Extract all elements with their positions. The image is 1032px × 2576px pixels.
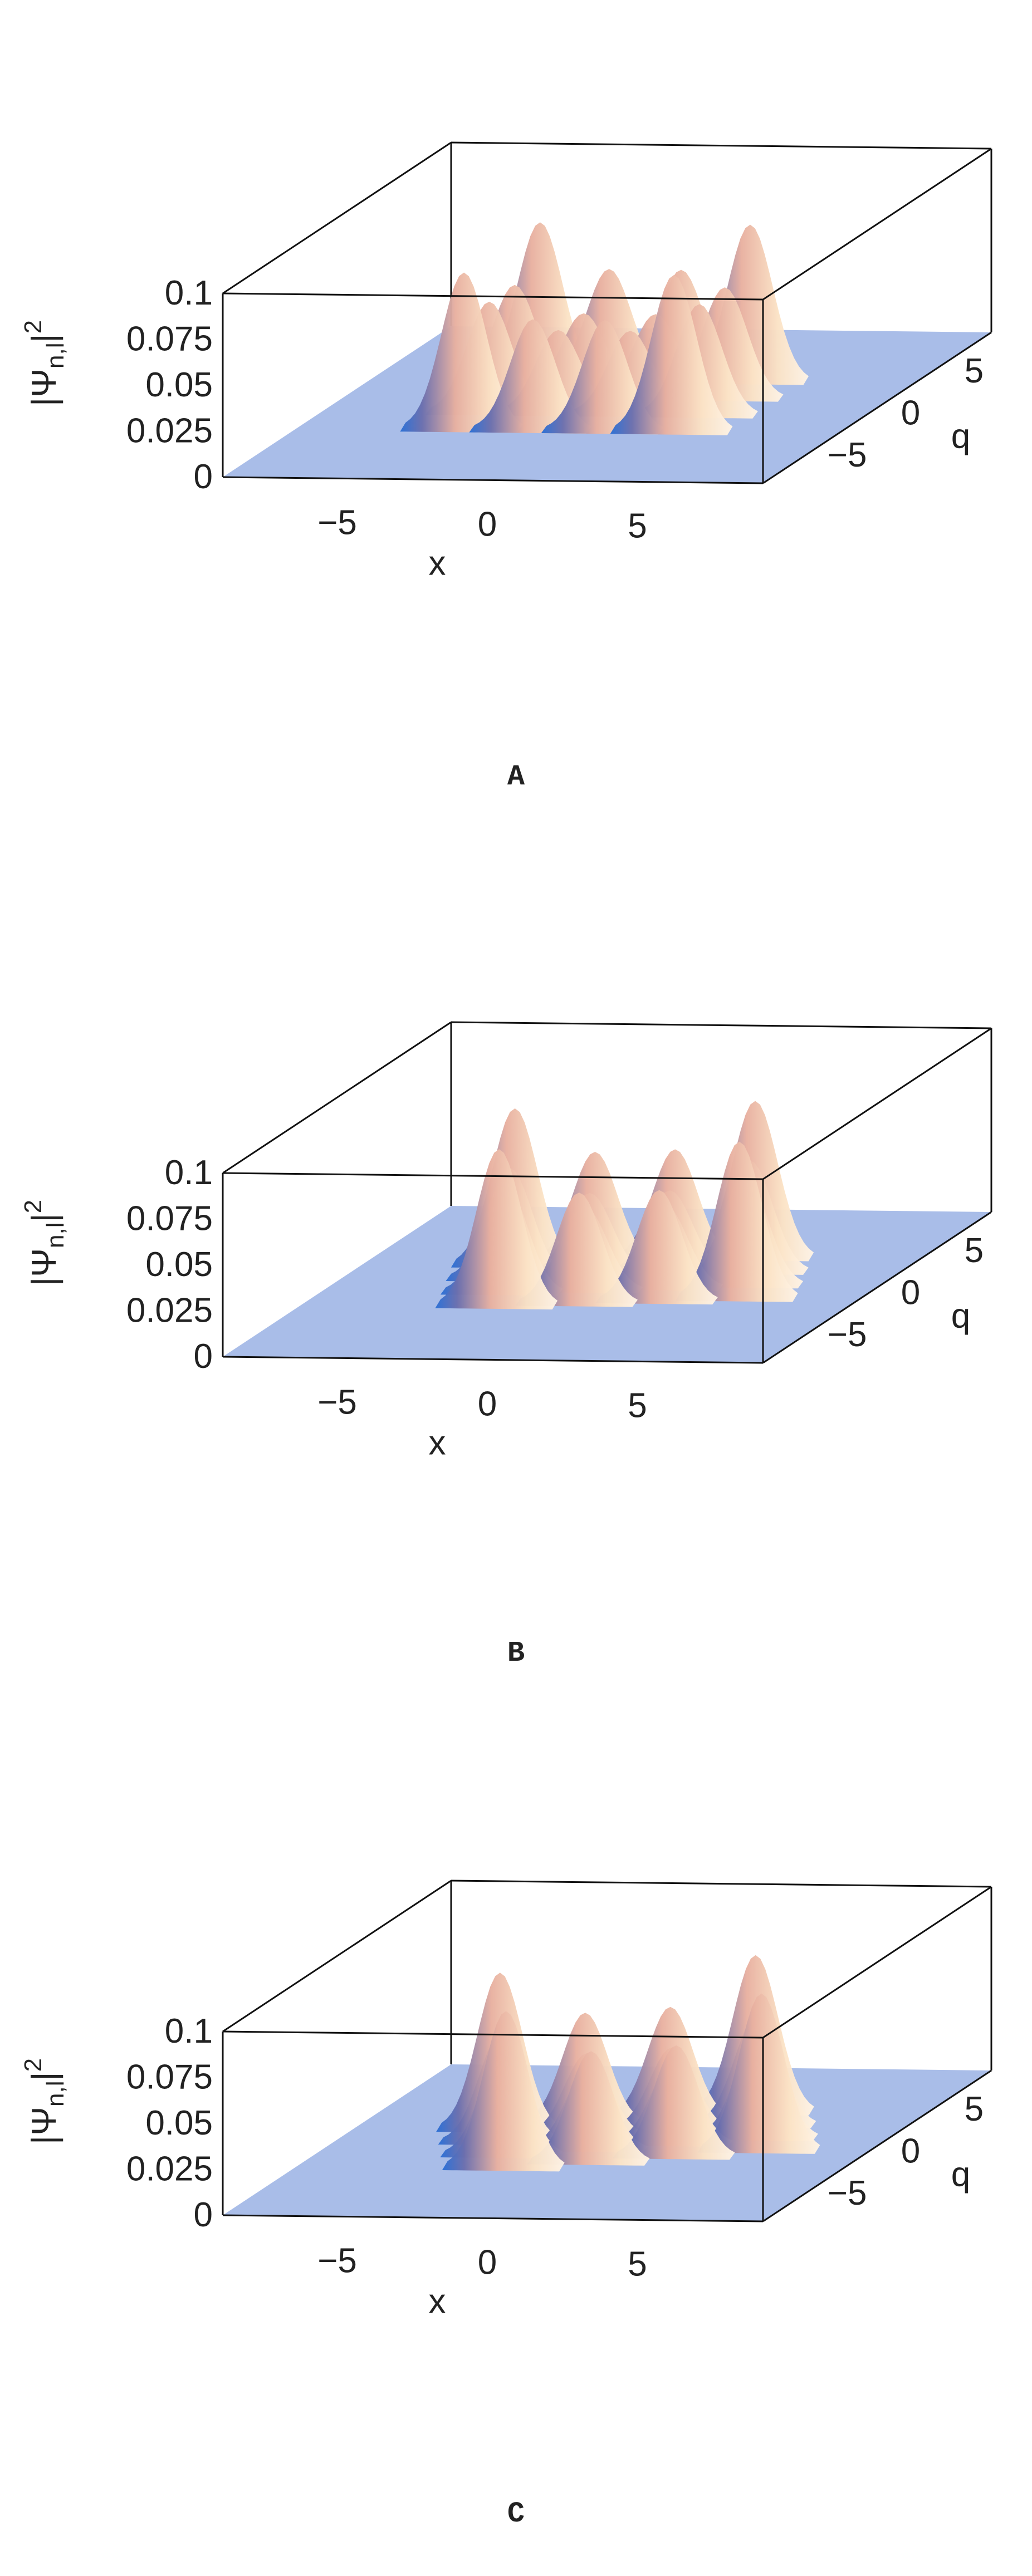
box-edge-right-bottom	[762, 331, 992, 484]
chart-c-svg: 0 0.025 0.05 0.075 0.1 |Ψn,l|2 −5 0 5 x −5 0 5 q	[19, 1880, 992, 2321]
x-tick-label: −5	[317, 503, 357, 542]
q-tick-label: −5	[828, 436, 867, 474]
x-tick-label: 5	[628, 507, 647, 546]
peak-body	[610, 274, 733, 435]
surface-peak	[435, 1149, 558, 1310]
box-edge-top-left	[222, 1880, 452, 2033]
peak-body	[612, 2045, 735, 2160]
z-tick-label: 0.075	[126, 1200, 213, 1238]
peak-body	[400, 272, 523, 433]
chart-a-caption: A	[507, 760, 525, 793]
z-tick-label: 0.05	[145, 1245, 213, 1284]
surface-peak	[400, 272, 523, 433]
x-axis-label: x	[429, 544, 446, 583]
z-axis-label: |Ψn,l|2	[19, 1200, 69, 1286]
q-axis-label: q	[951, 418, 970, 456]
z-tick-label: 0.1	[165, 1154, 213, 1192]
x-tick-label: 0	[478, 1385, 497, 1424]
x-axis-label: x	[429, 2283, 446, 2321]
x-tick-label: 5	[628, 2245, 647, 2284]
z-tick-label: 0	[194, 2196, 213, 2234]
surface-peak	[612, 2045, 735, 2160]
surface-peak	[469, 319, 592, 434]
box-edge-top-front	[222, 292, 764, 301]
chart-panel-c: 0 0.025 0.05 0.075 0.1 |Ψn,l|2 −5 0 5 x −5 0 5 q C	[0, 1717, 1032, 2575]
q-axis-label: q	[951, 2156, 970, 2194]
box-edge-top-right	[762, 1886, 992, 2039]
q-tick-label: 0	[901, 394, 920, 433]
peak-body	[675, 1141, 798, 1302]
z-tick-label: 0.1	[165, 274, 213, 312]
x-tick-label: 0	[478, 506, 497, 544]
z-axis-label: |Ψn,l|2	[19, 320, 69, 406]
surface-peak	[675, 1141, 798, 1302]
box-edge-top-left	[222, 141, 452, 295]
peak-body	[442, 2011, 565, 2172]
x-tick-label: 0	[478, 2244, 497, 2282]
x-tick-label: −5	[317, 2241, 357, 2280]
peak-body	[435, 1149, 558, 1310]
box-edge-top-right	[762, 1027, 992, 1180]
z-tick-label: 0.1	[165, 2012, 213, 2050]
z-tick-label: 0	[194, 1337, 213, 1376]
box-edge-top-back	[451, 1880, 992, 1888]
q-tick-label: 5	[965, 352, 984, 390]
surface-peak	[697, 1993, 820, 2154]
q-tick-label: 5	[965, 1231, 984, 1270]
surface-peak	[515, 1193, 638, 1307]
peak-body	[515, 1193, 638, 1307]
box-edge-top-front	[222, 2030, 764, 2039]
z-tick-label: 0.05	[145, 2104, 213, 2142]
surface-peak	[442, 2011, 565, 2172]
q-axis-label: q	[951, 1297, 970, 1336]
chart-a-svg: 0 0.025 0.05 0.075 0.1 |Ψn,l|2 −5 0 5 x −5 0 5 q	[19, 141, 992, 583]
box-edge-front-bottom	[222, 2214, 764, 2222]
z-tick-label: 0.075	[126, 2058, 213, 2097]
box-edge-top-right	[762, 148, 992, 301]
z-tick-label: 0.025	[126, 2150, 213, 2189]
q-tick-label: 0	[901, 1274, 920, 1312]
box-edge-top-front	[222, 1172, 764, 1180]
peak-body	[697, 1993, 820, 2154]
x-tick-label: 5	[628, 1387, 647, 1425]
z-axis-label: |Ψn,l|2	[19, 2058, 69, 2145]
q-tick-label: 0	[901, 2132, 920, 2171]
q-tick-label: −5	[828, 1316, 867, 1354]
q-tick-label: 5	[965, 2090, 984, 2128]
x-axis-label: x	[429, 1424, 446, 1463]
z-tick-label: 0.075	[126, 320, 213, 359]
z-tick-label: 0.025	[126, 1292, 213, 1330]
chart-panel-a: 0 0.025 0.05 0.075 0.1 |Ψn,l|2 −5 0 5 x −5 0 5 q A	[0, 0, 1032, 858]
peak-body	[469, 319, 592, 434]
box-edge-top-back	[451, 141, 992, 150]
box-edge-front-bottom	[222, 476, 764, 484]
box-edge-right-bottom	[762, 1211, 992, 1364]
peak-body	[527, 2051, 650, 2166]
box-edge-front-bottom	[222, 1356, 764, 1364]
peak-body	[595, 1190, 718, 1305]
chart-panel-b: 0 0.025 0.05 0.075 0.1 |Ψn,l|2 −5 0 5 x −5 0 5 q B	[0, 858, 1032, 1717]
chart-c-caption: C	[507, 2498, 525, 2530]
surface-peak	[595, 1190, 718, 1305]
z-tick-label: 0.05	[145, 366, 213, 404]
chart-b-svg: 0 0.025 0.05 0.075 0.1 |Ψn,l|2 −5 0 5 x −5 0 5 q	[19, 1021, 992, 1463]
q-tick-label: −5	[828, 2174, 867, 2212]
z-tick-label: 0	[194, 458, 213, 496]
surface-peak	[610, 274, 733, 435]
box-edge-top-left	[222, 1021, 452, 1174]
x-tick-label: −5	[317, 1383, 357, 1421]
box-edge-right-bottom	[762, 2069, 992, 2222]
surface-peak	[527, 2051, 650, 2166]
box-edge-top-back	[451, 1021, 992, 1029]
chart-b-caption: B	[507, 1637, 525, 1670]
z-tick-label: 0.025	[126, 412, 213, 450]
